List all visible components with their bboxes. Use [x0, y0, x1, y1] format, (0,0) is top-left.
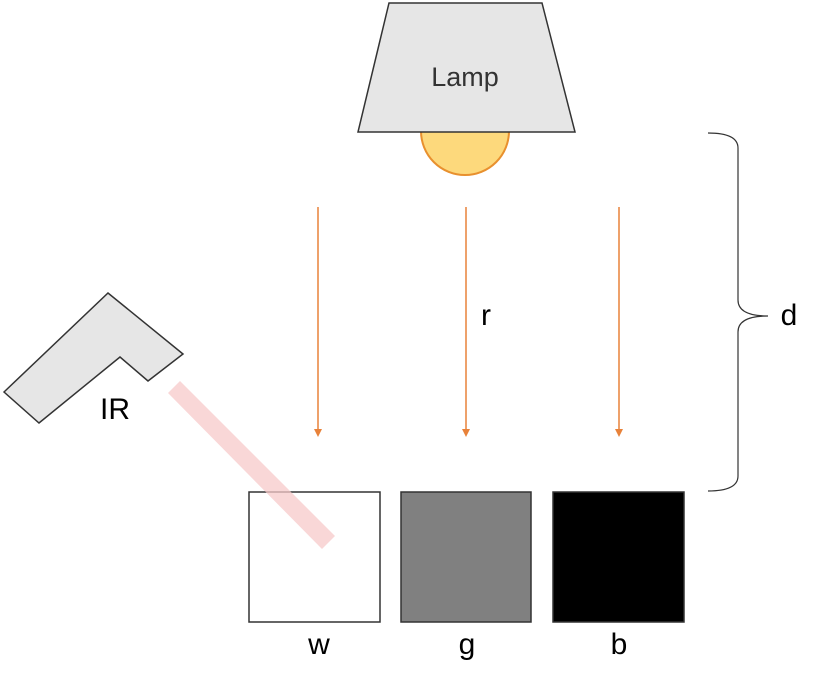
- sample-label-black: b: [611, 628, 628, 661]
- ray-label: r: [481, 299, 491, 332]
- ir-sensor: [2, 292, 185, 424]
- sample-label-white: w: [307, 628, 330, 661]
- distance-brace: [707, 132, 769, 492]
- lamp-bulb: [419, 130, 511, 176]
- ir-label: IR: [100, 393, 130, 426]
- distance-label: d: [781, 299, 798, 332]
- lamp-label: Lamp: [431, 62, 499, 92]
- sample-label-gray: g: [459, 628, 476, 661]
- white-sample: [248, 491, 381, 623]
- lamp-shade: [357, 2, 576, 133]
- ir-beam: [168, 381, 335, 549]
- black-sample: [552, 491, 685, 623]
- gray-sample: [400, 491, 532, 623]
